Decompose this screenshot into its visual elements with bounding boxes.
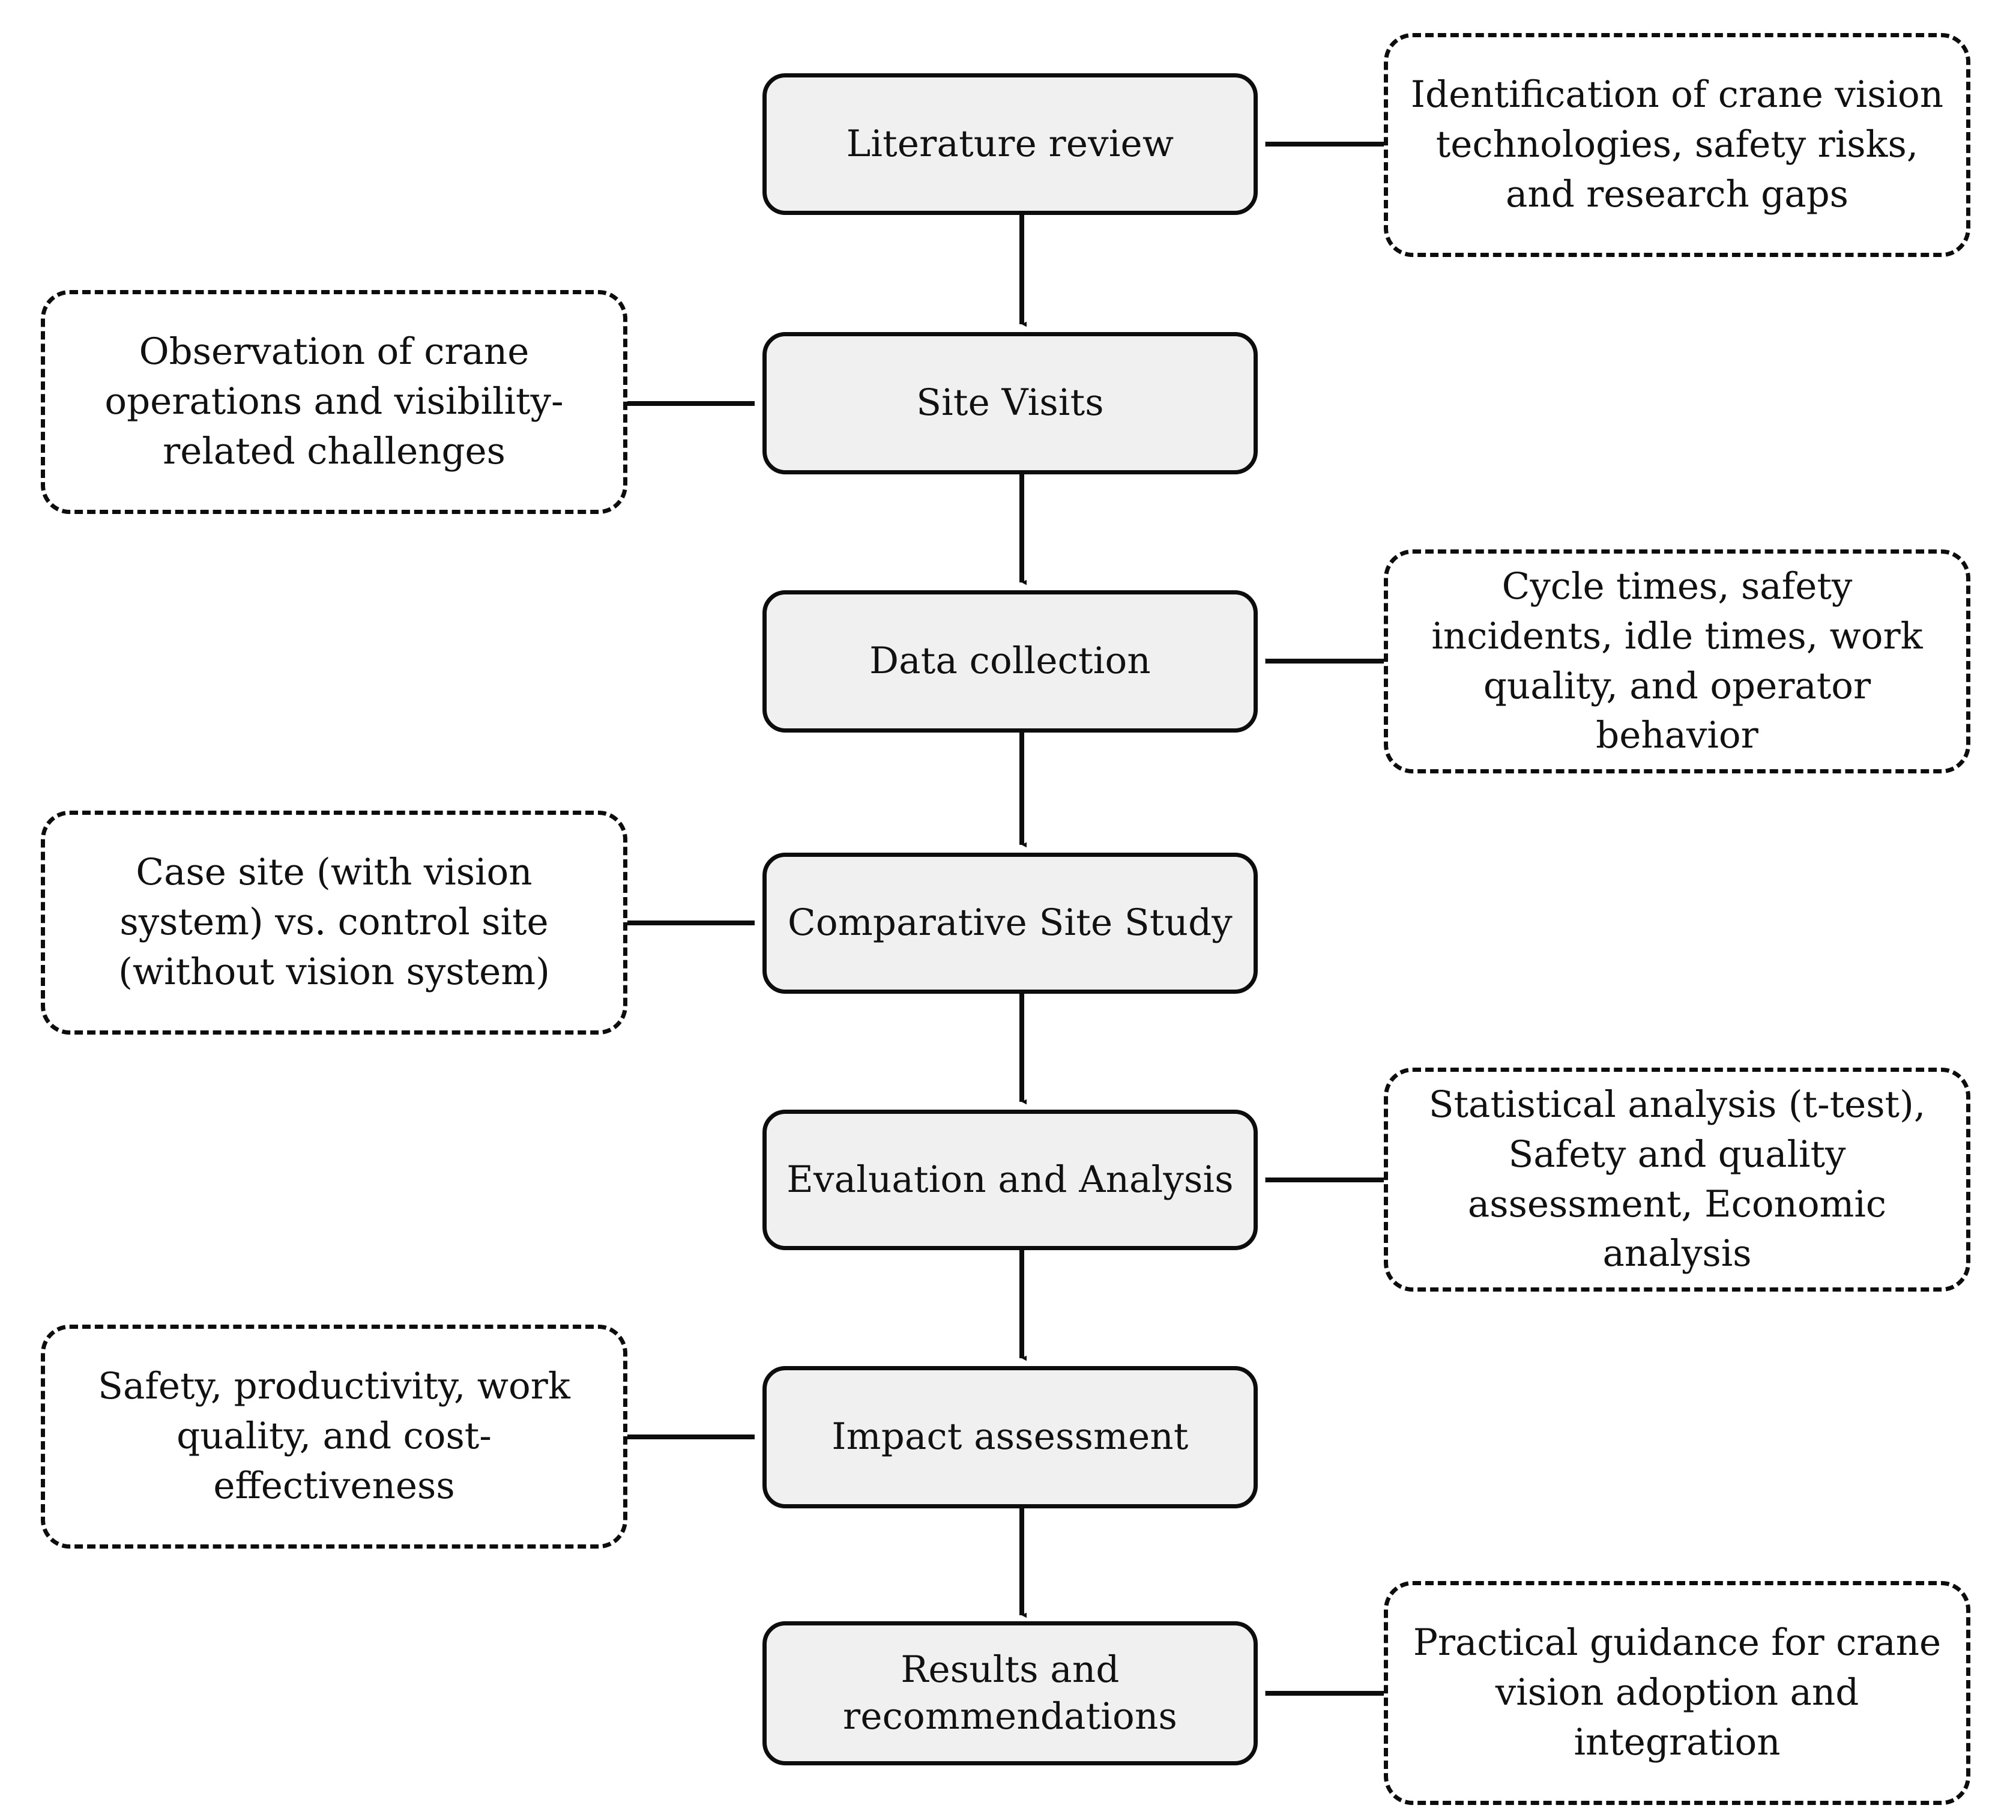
note-box-data-collection: Cycle times, safety incidents, idle time… [1384,549,1970,773]
process-label: Results and recommendations [843,1648,1177,1738]
process-box-evaluation-and-analysis[interactable]: Evaluation and Analysis [762,1110,1258,1250]
process-label: Impact assessment [831,1415,1189,1459]
process-label: Evaluation and Analysis [786,1158,1234,1201]
note-text: Case site (with vision system) vs. contr… [118,851,550,993]
process-box-impact-assessment[interactable]: Impact assessment [762,1366,1258,1508]
process-box-site-visits[interactable]: Site Visits [762,332,1258,474]
process-box-data-collection[interactable]: Data collection [762,590,1258,733]
process-box-results-and-recommendations[interactable]: Results and recommendations [762,1621,1258,1765]
process-label: Literature review [846,122,1174,165]
note-box-literature-review: Identification of crane vision technolog… [1384,33,1970,257]
process-label: Data collection [869,639,1151,683]
note-box-impact-assessment: Safety, productivity, work quality, and … [41,1325,627,1549]
note-box-comparative-site-study: Case site (with vision system) vs. contr… [41,811,627,1035]
note-text: Identification of crane vision technolog… [1410,73,1944,216]
note-text: Practical guidance for crane vision adop… [1413,1621,1942,1764]
note-box-evaluation-and-analysis: Statistical analysis (t-test), Safety an… [1384,1068,1970,1292]
process-box-comparative-site-study[interactable]: Comparative Site Study [762,853,1258,994]
note-box-site-visits: Observation of crane operations and visi… [41,290,627,514]
note-box-results-and-recommendations: Practical guidance for crane vision adop… [1384,1581,1970,1805]
note-text: Safety, productivity, work quality, and … [98,1365,570,1507]
note-text: Observation of crane operations and visi… [104,330,564,473]
process-box-literature-review[interactable]: Literature review [762,73,1258,215]
process-label: Comparative Site Study [788,901,1233,945]
note-text: Statistical analysis (t-test), Safety an… [1428,1083,1926,1275]
process-label: Site Visits [916,381,1104,425]
note-text: Cycle times, safety incidents, idle time… [1431,564,1923,757]
